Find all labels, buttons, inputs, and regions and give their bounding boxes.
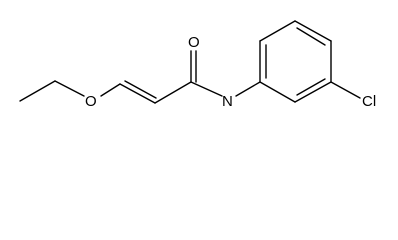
ring-double-top xyxy=(296,27,326,46)
bond-vinyl-carbonyl xyxy=(154,81,192,104)
bond-vinyl-double-outer xyxy=(119,83,156,104)
bond-ch2-oxygen xyxy=(54,80,85,97)
ring-bond-c3-c4 xyxy=(294,20,332,42)
bond-nitrogen-ring xyxy=(235,81,261,97)
ring-bond-c5-c6 xyxy=(294,81,332,103)
chemical-structure: O O N Cl xyxy=(19,20,376,110)
bond-ch3-ch2 xyxy=(19,80,56,102)
amide-nitrogen-label: N xyxy=(222,93,233,110)
bond-ring-chlorine xyxy=(330,81,361,99)
ring-bond-c6-c1 xyxy=(259,81,296,103)
bond-oxygen-vinyl xyxy=(100,83,121,97)
bond-carbonyl-nitrogen xyxy=(190,81,223,97)
carbonyl-oxygen-label: O xyxy=(188,34,200,51)
ether-oxygen-label: O xyxy=(85,93,97,110)
ring-double-bottom xyxy=(296,78,326,96)
ring-bond-c2-c3 xyxy=(259,20,296,42)
chlorine-label: Cl xyxy=(362,93,376,110)
bond-vinyl-double-inner xyxy=(124,80,157,99)
